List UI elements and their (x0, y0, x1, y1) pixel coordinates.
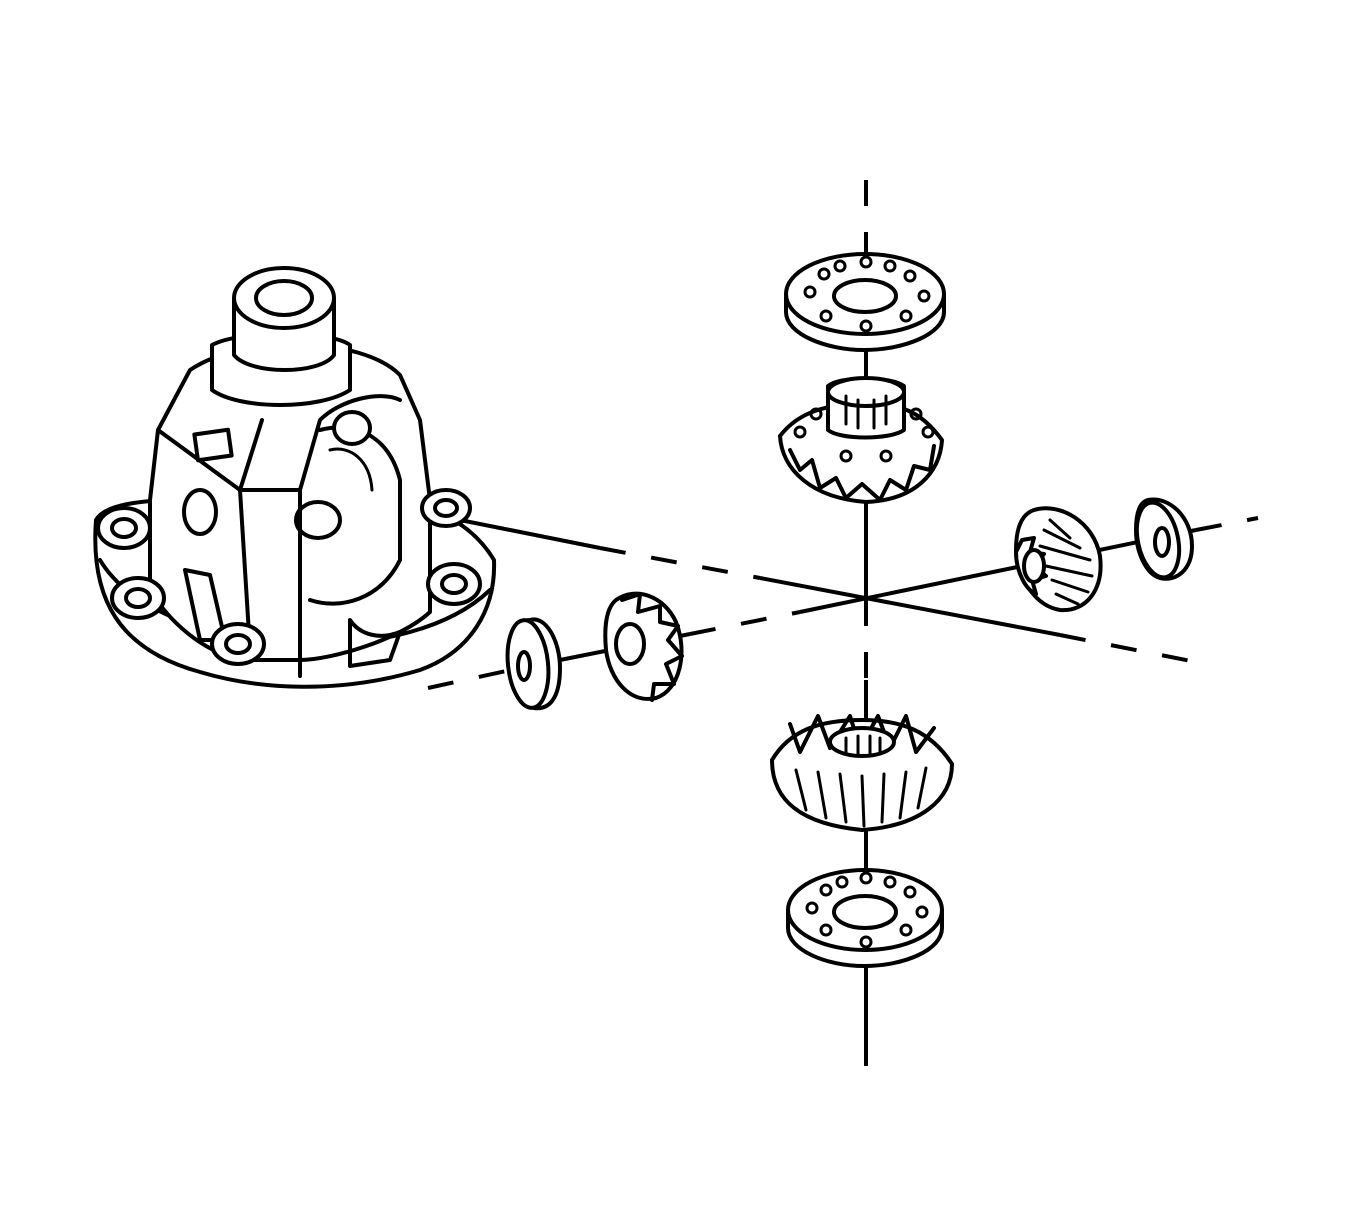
pinion-gear-right (1014, 506, 1103, 613)
pinion-axis-dash-left (427, 666, 521, 690)
lower-washer-oil-grooves (805, 871, 929, 949)
lower-gear-tooth-lines (794, 766, 928, 828)
upper-gear-bolt-holes (793, 407, 935, 463)
upper-gear-hub-top (826, 376, 906, 408)
case-window-edge (298, 394, 402, 492)
pinion-axis-solid-right (799, 528, 1197, 614)
case-window-inner (328, 447, 374, 492)
side-gear-upper (778, 376, 944, 504)
side-gear-thrust-washer-lower (786, 868, 944, 968)
right-washer-bore (1153, 526, 1171, 558)
case-bolt-hole-4 (426, 562, 482, 606)
case-body-edge-2 (238, 488, 252, 652)
case-axis-dash-1 (599, 546, 761, 580)
left-pinion-teeth (620, 592, 684, 702)
right-pinion-tooth-lines (1038, 518, 1094, 606)
upper-washer-oil-grooves (803, 255, 931, 333)
pinion-axis-dash-mid (689, 610, 801, 636)
pinion-axis-dash-right (1195, 516, 1259, 532)
case-axis-solid-2 (759, 576, 1061, 637)
case-rib-right (348, 618, 402, 668)
case-inner-hole (294, 500, 342, 540)
right-pinion-bore (1022, 548, 1046, 584)
upper-washer-bore (832, 278, 898, 314)
pinion-thrust-washer-left (505, 617, 562, 711)
case-bolt-hole-3 (210, 622, 266, 666)
side-gear-lower (770, 714, 954, 832)
lower-washer-bore (832, 894, 898, 930)
upper-gear-splines (844, 394, 888, 430)
differential-case (93, 266, 497, 689)
case-bolt-hole-1-inner (110, 517, 138, 539)
case-bolt-hole-4-inner (440, 573, 468, 595)
side-gear-thrust-washer-upper (784, 252, 946, 352)
right-pinion-body (1014, 506, 1103, 613)
case-bolt-hole-6 (332, 410, 372, 446)
case-bolt-hole-3-inner (224, 633, 252, 655)
case-body-edge-3 (238, 418, 264, 492)
left-pinion-bore (614, 622, 646, 666)
case-bolt-hole-2-inner (124, 587, 152, 609)
case-slot (192, 427, 234, 463)
case-axis-dash-2 (1059, 633, 1197, 664)
case-hub-top (232, 266, 336, 330)
case-bolt-hole-5-inner (433, 498, 459, 518)
left-washer-bore (516, 650, 532, 682)
case-hub-bore (254, 279, 314, 317)
case-bolt-hole-5 (420, 488, 472, 528)
pinion-thrust-washer-right (1134, 497, 1194, 581)
case-hole (182, 488, 218, 536)
pinion-gear-left (603, 591, 684, 702)
right-washer-face (1134, 500, 1182, 580)
lower-gear-bore (828, 726, 896, 758)
upper-gear-teeth (788, 444, 936, 502)
case-bolt-hole-2 (110, 576, 166, 620)
lower-gear-splines (844, 734, 882, 758)
case-bolt-hole-1 (96, 506, 152, 550)
